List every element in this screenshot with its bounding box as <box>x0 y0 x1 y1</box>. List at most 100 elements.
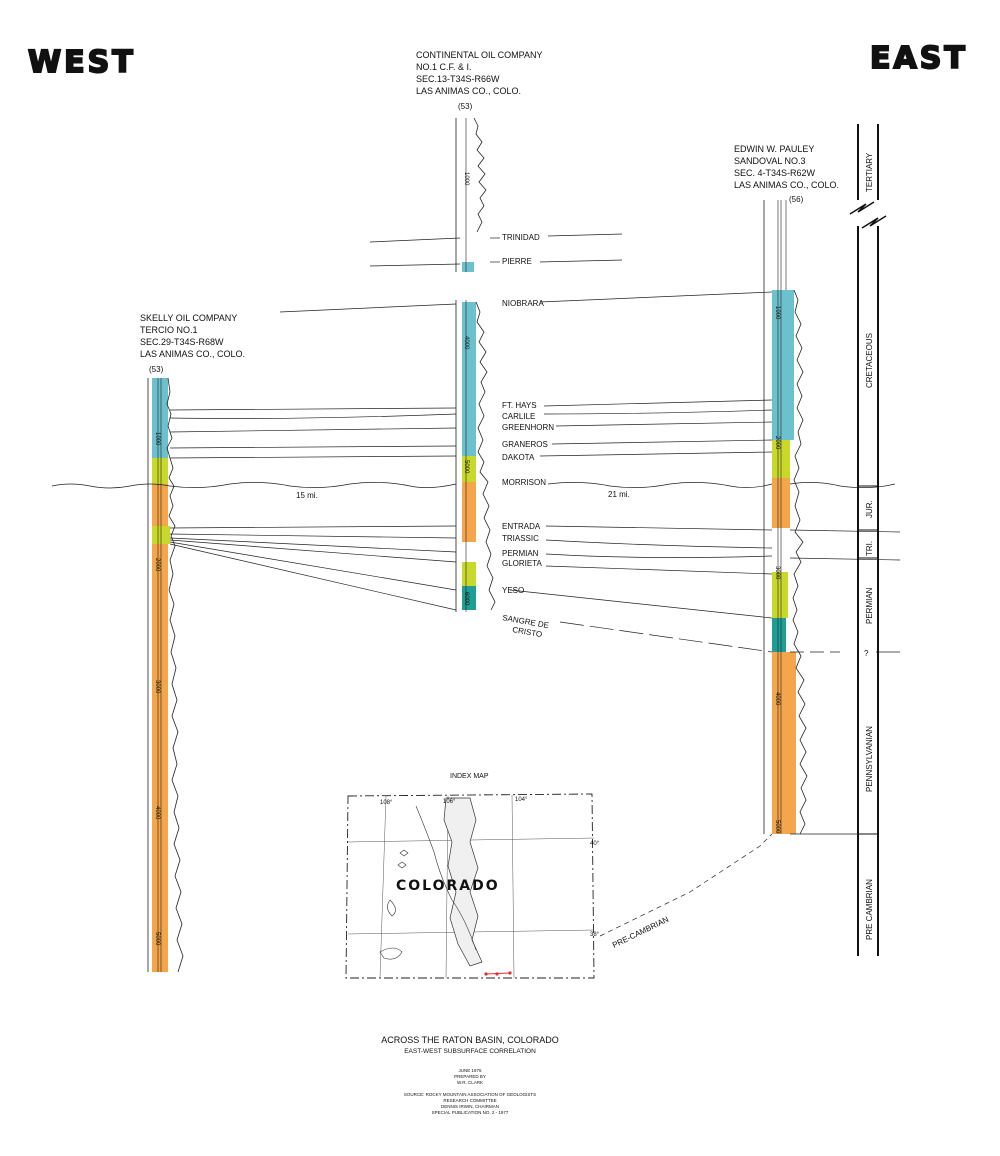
well-number: (56) <box>789 195 804 204</box>
well-log-continental: 1000 4000 5000 6000 <box>455 117 496 612</box>
period-precambrian: PRE CAMBRIAN <box>865 879 874 940</box>
formation-ft-hays: FT. HAYS <box>502 401 537 410</box>
footer: ACROSS THE RATON BASIN, COLORADO EAST-WE… <box>381 1035 559 1115</box>
depth-label: 3000 <box>774 566 780 580</box>
depth-label: 4000 <box>154 806 160 820</box>
precambrian-label: PRE-CAMBRIAN <box>611 915 670 950</box>
depth-label: 3000 <box>154 680 160 694</box>
period-pennsylvanian: PENNSYLVANIAN <box>865 726 874 792</box>
footer-credit: DENNIS IRWIN, CHAIRMAN <box>441 1104 499 1109</box>
well-header-skelly: SKELLY OIL COMPANY TERCIO NO.1 SEC.29-T3… <box>140 313 245 374</box>
well-log-skelly: 1000 2000 3000 4000 5000 <box>147 377 184 973</box>
longitude-106: 106° <box>443 799 456 805</box>
interval-glorieta-sand <box>772 572 788 618</box>
formation-dakota: DAKOTA <box>502 453 535 462</box>
depth-label: 1000 <box>154 432 160 446</box>
mountain-belt <box>443 797 483 967</box>
well-header-line: LAS ANIMAS CO., COLO. <box>140 349 245 359</box>
interval-niobrara-shale <box>462 302 476 456</box>
well-header-line: CONTINENTAL OIL COMPANY <box>416 50 543 60</box>
footer-credit: PREPARED BY <box>454 1074 486 1079</box>
well-header-pauley: EDWIN W. PAULEY SANDOVAL NO.3 SEC. 4-T34… <box>734 144 839 204</box>
footer-credit: SOURCE: ROCKY MOUNTAIN ASSOCIATION OF GE… <box>404 1092 536 1097</box>
well-header-line: LAS ANIMAS CO., COLO. <box>734 180 839 190</box>
well-location-marker <box>484 972 488 976</box>
well-log-pauley: 1000 2000 3000 4000 5000 <box>763 200 808 835</box>
log-curve <box>475 301 496 611</box>
formation-carlile: CARLILE <box>502 412 535 421</box>
log-curve <box>792 289 808 835</box>
formation-pierre: PIERRE <box>502 257 532 266</box>
interval-cretaceous-shale <box>772 290 794 440</box>
longitude-108: 108° <box>380 800 393 806</box>
log-curve <box>473 117 487 233</box>
interval-pennsylvanian <box>772 652 796 834</box>
well-number: (53) <box>458 102 473 111</box>
depth-label: 5000 <box>154 932 160 946</box>
depth-label: 5000 <box>774 820 780 834</box>
west-label: WEST <box>28 45 136 80</box>
formation-labels: TRINIDAD PIERRE NIOBRARA FT. HAYS CARLIL… <box>502 233 555 639</box>
well-header-line: TERCIO NO.1 <box>140 325 198 335</box>
distance-west: 15 mi. <box>296 491 318 500</box>
well-header-line: SEC.29-T34S-R68W <box>140 337 224 347</box>
interval-yeso <box>772 618 786 652</box>
depth-label: 6000 <box>463 592 469 606</box>
formation-morrison: MORRISON <box>502 478 546 487</box>
well-location-marker <box>495 972 499 976</box>
formation-trinidad: TRINIDAD <box>502 233 540 242</box>
depth-label: 4000 <box>463 336 469 350</box>
period-jurassic: JUR. <box>865 500 874 518</box>
correlation-lines <box>51 233 901 653</box>
footer-credit: W.R. CLARK <box>457 1080 483 1085</box>
depth-label: 1000 <box>463 172 469 186</box>
depth-label: 5000 <box>463 460 469 474</box>
log-curve <box>166 377 184 973</box>
interval-dakota-sand <box>462 456 476 482</box>
footer-credit: SPECIAL PUBLICATION NO. 2 - 1977 <box>432 1110 509 1115</box>
footer-credit: JUNE 1976 <box>458 1068 482 1073</box>
latitude-40: 40° <box>590 841 600 847</box>
formation-permian: PERMIAN <box>502 549 539 558</box>
interval-yeso <box>462 586 476 610</box>
depth-label: 2000 <box>154 558 160 572</box>
well-header-line: SEC.13-T34S-R66W <box>416 74 500 84</box>
well-header-continental: CONTINENTAL OIL COMPANY NO.1 C.F. & I. S… <box>416 50 543 111</box>
formation-graneros: GRANEROS <box>502 440 548 449</box>
footer-credit: RESEARCH COMMITTEE <box>443 1098 496 1103</box>
well-header-line: SEC. 4-T34S-R62W <box>734 168 816 178</box>
well-number: (53) <box>149 365 164 374</box>
period-column: TERTIARY CRETACEOUS JUR. TRI. PERMIAN PE… <box>790 124 887 956</box>
formation-greenhorn: GREENHORN <box>502 423 554 432</box>
well-location-marker <box>508 971 512 975</box>
period-tertiary: TERTIARY <box>865 152 874 192</box>
index-map: INDEX MAP COLORADO 108° 106° 104° 40° 38… <box>345 773 600 979</box>
depth-label: 1000 <box>774 306 780 320</box>
well-header-line: EDWIN W. PAULEY <box>734 144 814 154</box>
period-permian: PERMIAN <box>865 587 874 624</box>
precambrian-line <box>599 833 773 937</box>
question-mark: ? <box>864 649 869 658</box>
well-header-line: SANDOVAL NO.3 <box>734 156 806 166</box>
formation-glorieta: GLORIETA <box>502 559 543 568</box>
interval-cretaceous-shale <box>152 378 168 458</box>
index-map-state: COLORADO <box>396 878 500 894</box>
period-cretaceous: CRETACEOUS <box>865 333 874 388</box>
formation-niobrara: NIOBRARA <box>502 299 544 308</box>
interval-glorieta-sand <box>462 562 476 586</box>
interval-redbeds <box>152 544 168 972</box>
interval-dakota-sand <box>152 458 168 484</box>
well-header-line: NO.1 C.F. & I. <box>416 62 472 72</box>
well-header-line: LAS ANIMAS CO., COLO. <box>416 86 521 96</box>
index-map-title: INDEX MAP <box>450 773 489 780</box>
east-label: EAST <box>870 41 968 76</box>
distance-east: 21 mi. <box>608 490 630 499</box>
depth-label: 4000 <box>774 692 780 706</box>
longitude-104: 104° <box>515 797 528 803</box>
formation-triassic: TRIASSIC <box>502 534 539 543</box>
footer-title: ACROSS THE RATON BASIN, COLORADO <box>381 1035 559 1045</box>
footer-subtitle: EAST-WEST SUBSURFACE CORRELATION <box>404 1048 536 1055</box>
interval-redbeds <box>462 482 476 542</box>
formation-yeso: YESO <box>502 586 524 595</box>
